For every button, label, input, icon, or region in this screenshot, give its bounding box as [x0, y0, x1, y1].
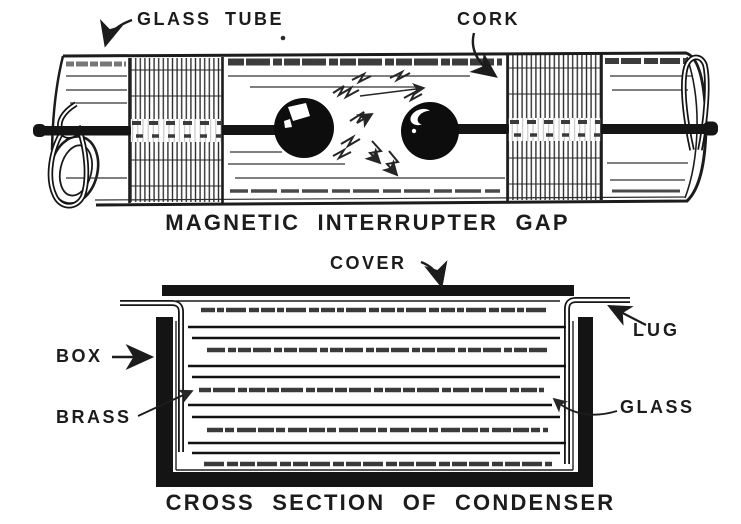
- glass-pointer: [552, 397, 618, 416]
- label-glass-tube: GLASS TUBE: [137, 9, 285, 29]
- interrupter-figure: [33, 18, 718, 209]
- label-glass: GLASS: [620, 397, 695, 417]
- spark-ball-left: [274, 98, 334, 158]
- spark-squiggles: [332, 69, 426, 177]
- glass-plates: [188, 325, 566, 455]
- label-box: BOX: [56, 346, 103, 366]
- cover-arrow: [420, 260, 448, 289]
- condenser-cover: [162, 285, 574, 302]
- lug-right: [564, 297, 630, 464]
- cork-left: [128, 57, 224, 204]
- cork-arrow: [469, 32, 498, 78]
- lug-left: [120, 300, 184, 452]
- caption-cross-section: CROSS SECTION OF CONDENSER: [165, 490, 616, 515]
- caption-interrupter-gap: MAGNETIC INTERRUPTER GAP: [165, 210, 570, 235]
- brass-pointer: [137, 389, 194, 417]
- brass-plates: [199, 307, 552, 467]
- spark-ball-right: [401, 102, 459, 160]
- cork-right: [506, 53, 603, 201]
- label-lug: LUG: [633, 320, 680, 340]
- ink-speck: [280, 35, 286, 41]
- label-cork: CORK: [457, 9, 520, 29]
- condenser-box: [156, 317, 593, 487]
- lug-arrow: [607, 304, 647, 326]
- electrode-rod: [33, 121, 718, 137]
- glass-tube-arrow: [99, 18, 133, 48]
- label-brass: BRASS: [56, 407, 132, 427]
- tube-shading-lines: [66, 58, 692, 193]
- label-cover: COVER: [330, 253, 407, 273]
- wire-loop-right: [681, 54, 710, 151]
- box-inner-outline: [175, 321, 574, 471]
- condenser-figure: [112, 260, 647, 487]
